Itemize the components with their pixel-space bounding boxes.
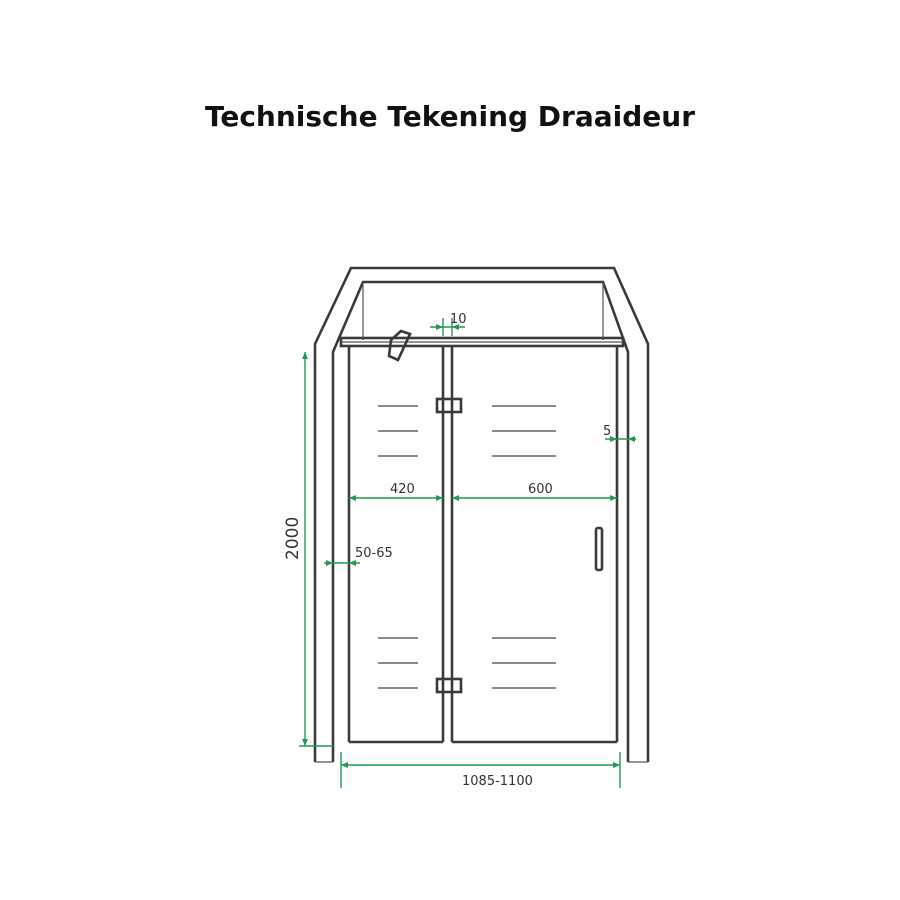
dimension-arrow <box>349 495 356 501</box>
adjustment-range-label: 50-65 <box>355 546 393 561</box>
dimension-arrow <box>436 324 443 330</box>
dimension-arrow <box>341 762 348 768</box>
wall-niche <box>313 266 650 763</box>
total-width-label: 1085-1100 <box>462 774 533 789</box>
dimension-arrow <box>452 495 459 501</box>
dimension-wall-gap: 5 <box>603 424 636 442</box>
hinge-gap-label: 10 <box>450 312 467 327</box>
dimension-height: 2000 <box>283 352 333 747</box>
dimension-arrow <box>436 495 443 501</box>
dimension-hinge-gap: 10 <box>430 312 467 336</box>
height-label: 2000 <box>283 517 303 560</box>
fixed-panel <box>347 346 445 744</box>
hinges <box>435 397 463 694</box>
stabilizer-clamp <box>387 329 412 362</box>
wall-inner-outline <box>331 280 630 762</box>
page-title: Technische Tekening Draaideur <box>204 100 696 133</box>
dimension-arrow <box>349 560 356 566</box>
fixed-panel-width-label: 420 <box>390 482 415 497</box>
dimension-arrow <box>613 762 620 768</box>
dimension-arrow <box>628 436 635 442</box>
dimension-arrow <box>302 739 308 746</box>
dimension-total-width: 1085-1100 <box>340 752 621 789</box>
dimension-fixed-panel-width: 420 <box>349 482 443 501</box>
dimension-adjustment-range: 50-65 <box>324 546 393 566</box>
stabilizer-bar <box>339 329 625 362</box>
door-panel <box>450 346 619 744</box>
dimension-arrow <box>610 436 617 442</box>
door-handle <box>594 526 604 572</box>
dimension-door-width: 600 <box>452 482 617 501</box>
dimension-arrow <box>452 324 459 330</box>
wall-gap-label: 5 <box>603 424 611 439</box>
dimension-arrow <box>610 495 617 501</box>
dimension-arrow <box>326 560 333 566</box>
wall-outer-outline <box>313 266 650 762</box>
hinge-bottom <box>435 677 463 694</box>
door-width-label: 600 <box>528 482 553 497</box>
dimension-arrow <box>302 352 308 359</box>
hinge-top <box>435 397 463 414</box>
